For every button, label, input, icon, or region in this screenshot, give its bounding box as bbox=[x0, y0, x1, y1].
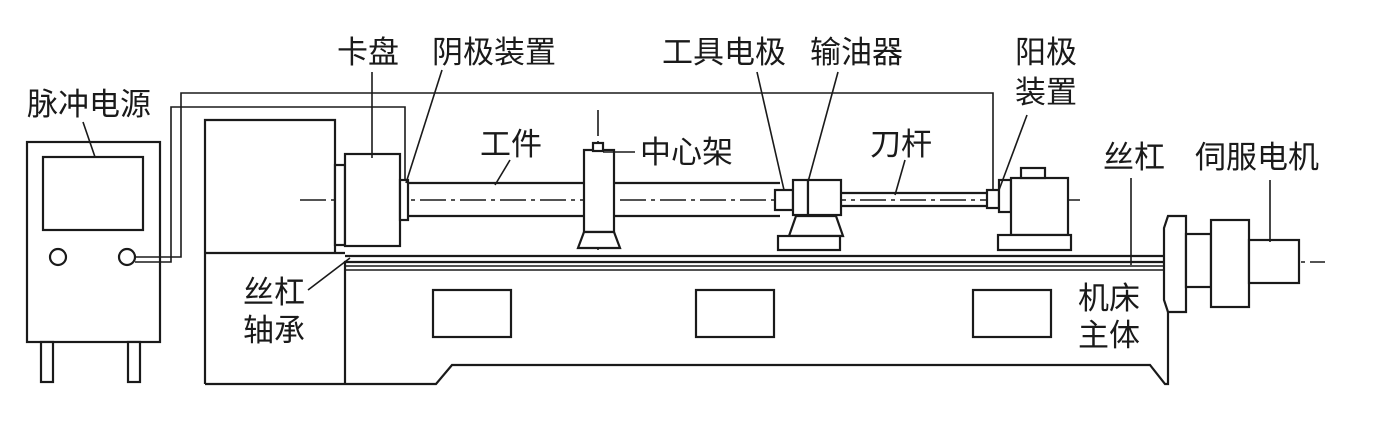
oil-feeder-stand bbox=[787, 214, 845, 238]
leader-lines bbox=[82, 69, 1271, 291]
machine-body bbox=[203, 118, 1170, 386]
power-cabinet-leg-left bbox=[39, 340, 55, 384]
label-cathode-device: 阴极装置 bbox=[432, 35, 556, 71]
leader-oil-feeder bbox=[807, 71, 839, 183]
center-rest-column bbox=[582, 148, 616, 234]
tool-electrode bbox=[773, 188, 795, 212]
tailstock-body bbox=[1009, 176, 1070, 237]
label-machine-body-line1: 机床 bbox=[1078, 281, 1140, 317]
tailstock-cap bbox=[1019, 166, 1047, 180]
label-lead-screw: 丝杠 bbox=[1103, 140, 1165, 176]
anode-cable bbox=[135, 92, 994, 258]
tailstock-base bbox=[996, 233, 1073, 252]
label-chuck: 卡盘 bbox=[337, 35, 399, 71]
label-servo-motor: 伺服电机 bbox=[1195, 140, 1319, 176]
center-rest bbox=[576, 110, 622, 250]
oil-feeder bbox=[773, 178, 845, 252]
label-tool-bar: 刀杆 bbox=[870, 127, 932, 163]
chuck-jaw bbox=[398, 178, 410, 222]
label-tool-electrode: 工具电极 bbox=[662, 35, 786, 71]
power-output-terminal-right bbox=[117, 247, 137, 267]
center-rest-base bbox=[576, 230, 622, 250]
label-anode-device-line1: 阳极 bbox=[1015, 35, 1077, 71]
bed-window-left bbox=[431, 288, 513, 339]
label-oil-feeder: 输油器 bbox=[810, 35, 903, 71]
power-display-screen bbox=[41, 155, 145, 232]
servo-motor bbox=[1150, 214, 1325, 314]
label-anode-device-line2: 装置 bbox=[1015, 75, 1077, 111]
chuck bbox=[333, 152, 410, 248]
labels: 脉冲电源 卡盘 阴极装置 工具电极 输油器 阳极 装置 工件 中心架 刀杆 丝杠… bbox=[27, 35, 1319, 354]
leader-tool-electrode bbox=[756, 71, 785, 191]
leader-anode bbox=[998, 114, 1028, 191]
oil-feeder-base bbox=[776, 234, 842, 252]
motor-body bbox=[1209, 218, 1251, 309]
oil-feeder-body bbox=[806, 178, 843, 217]
bed-window-right bbox=[971, 288, 1053, 339]
anode-contact bbox=[985, 188, 1001, 210]
motor-coupling bbox=[1184, 232, 1213, 289]
label-center-rest: 中心架 bbox=[640, 135, 733, 171]
cathode-cable bbox=[135, 106, 406, 263]
oil-feeder-nut bbox=[791, 178, 810, 217]
pulse-power-supply bbox=[25, 140, 162, 384]
chuck-body bbox=[343, 152, 402, 248]
label-pulse-power: 脉冲电源 bbox=[27, 87, 151, 123]
leader-tool-bar bbox=[894, 159, 906, 196]
leader-lead-screw-bearing bbox=[307, 257, 351, 291]
power-cabinet-leg-right bbox=[126, 340, 142, 384]
label-workpiece: 工件 bbox=[480, 127, 542, 163]
leader-workpiece bbox=[494, 159, 511, 186]
motor-shaft-housing bbox=[1247, 238, 1301, 285]
leader-pulse-power bbox=[82, 121, 96, 158]
label-lead-screw-bearing-line1: 丝杠 bbox=[243, 275, 305, 311]
tool-bar bbox=[841, 191, 990, 208]
power-output-terminal-left bbox=[48, 247, 68, 267]
bed-window-middle bbox=[694, 288, 776, 339]
anode-device bbox=[985, 166, 1073, 252]
bed-outline bbox=[205, 260, 1170, 386]
motor-coupling-flange bbox=[1162, 214, 1188, 314]
chuck-flange bbox=[333, 163, 347, 247]
power-cables bbox=[135, 92, 994, 263]
leader-cathode bbox=[405, 69, 443, 184]
center-rest-top bbox=[591, 141, 605, 153]
label-lead-screw-bearing-line2: 轴承 bbox=[243, 313, 305, 349]
label-machine-body-line2: 主体 bbox=[1078, 318, 1140, 354]
